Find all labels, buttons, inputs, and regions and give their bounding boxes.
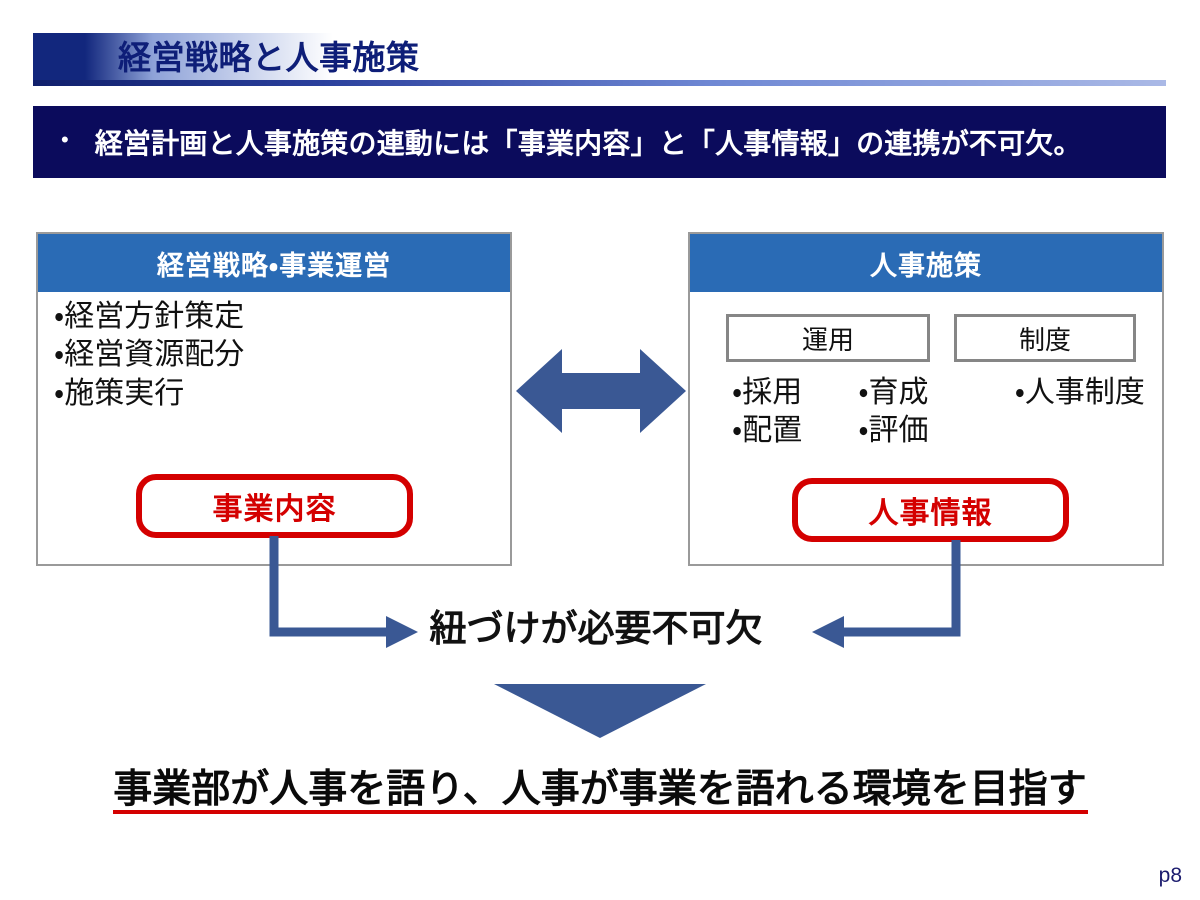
elbow-arrow-left-icon <box>812 540 961 648</box>
title-gradient-band <box>33 33 1166 80</box>
center-caption: 紐づけが必要不可欠 <box>429 608 763 649</box>
lead-banner-text: 経営計画と人事施策の連動には「事業内容」と「人事情報」の連携が不可欠。 <box>94 128 1082 159</box>
down-triangle-icon <box>494 684 706 738</box>
conclusion-underline-rule <box>113 810 1088 814</box>
conclusion-text: 事業部が人事を語り、人事が事業を語れる環境を目指す <box>113 768 1087 811</box>
subbox-system: 制度 <box>954 314 1136 362</box>
elbow-arrow-right-icon <box>269 536 418 648</box>
subbox-operation: 運用 <box>726 314 930 362</box>
list-item: ・人事制度 <box>1014 376 1145 409</box>
page-title: 経営戦略と人事施策 <box>118 39 420 76</box>
list-item: ・採用 <box>732 376 803 409</box>
panel-left-item-list: ・経営方針策定 ・経営資源配分 ・施策実行 <box>54 298 244 413</box>
item-row: ・採用 ・育成 ・人事制度 <box>732 374 1145 412</box>
callout-business-content: 事業内容 <box>136 474 413 538</box>
list-item: ・経営資源配分 <box>54 338 245 372</box>
list-item: ・経営方針策定 <box>54 300 245 333</box>
list-item: ・配置 <box>732 414 803 448</box>
panel-right-header: 人事施策 <box>690 234 1162 292</box>
callout-hr-information: 人事情報 <box>792 478 1069 542</box>
lead-banner: • 経営計画と人事施策の連動には「事業内容」と「人事情報」の連携が不可欠。 <box>33 106 1166 178</box>
item-row: ・配置 ・評価 <box>732 412 1145 450</box>
lead-bullet-icon: • <box>61 127 69 152</box>
panel-management-strategy: 経営戦略・事業運営 ・経営方針策定 ・経営資源配分 ・施策実行 <box>36 232 512 566</box>
panel-right-item-grid: ・採用 ・育成 ・人事制度 ・配置 ・評価 <box>732 374 1145 451</box>
list-item: ・育成 <box>858 376 929 409</box>
list-item: ・施策実行 <box>54 376 185 410</box>
panel-left-header: 経営戦略・事業運営 <box>38 234 510 292</box>
list-item: ・評価 <box>858 414 929 448</box>
page-number: p8 <box>1158 864 1182 887</box>
title-underline-rule <box>33 80 1166 86</box>
left-right-arrow-icon <box>516 349 686 433</box>
